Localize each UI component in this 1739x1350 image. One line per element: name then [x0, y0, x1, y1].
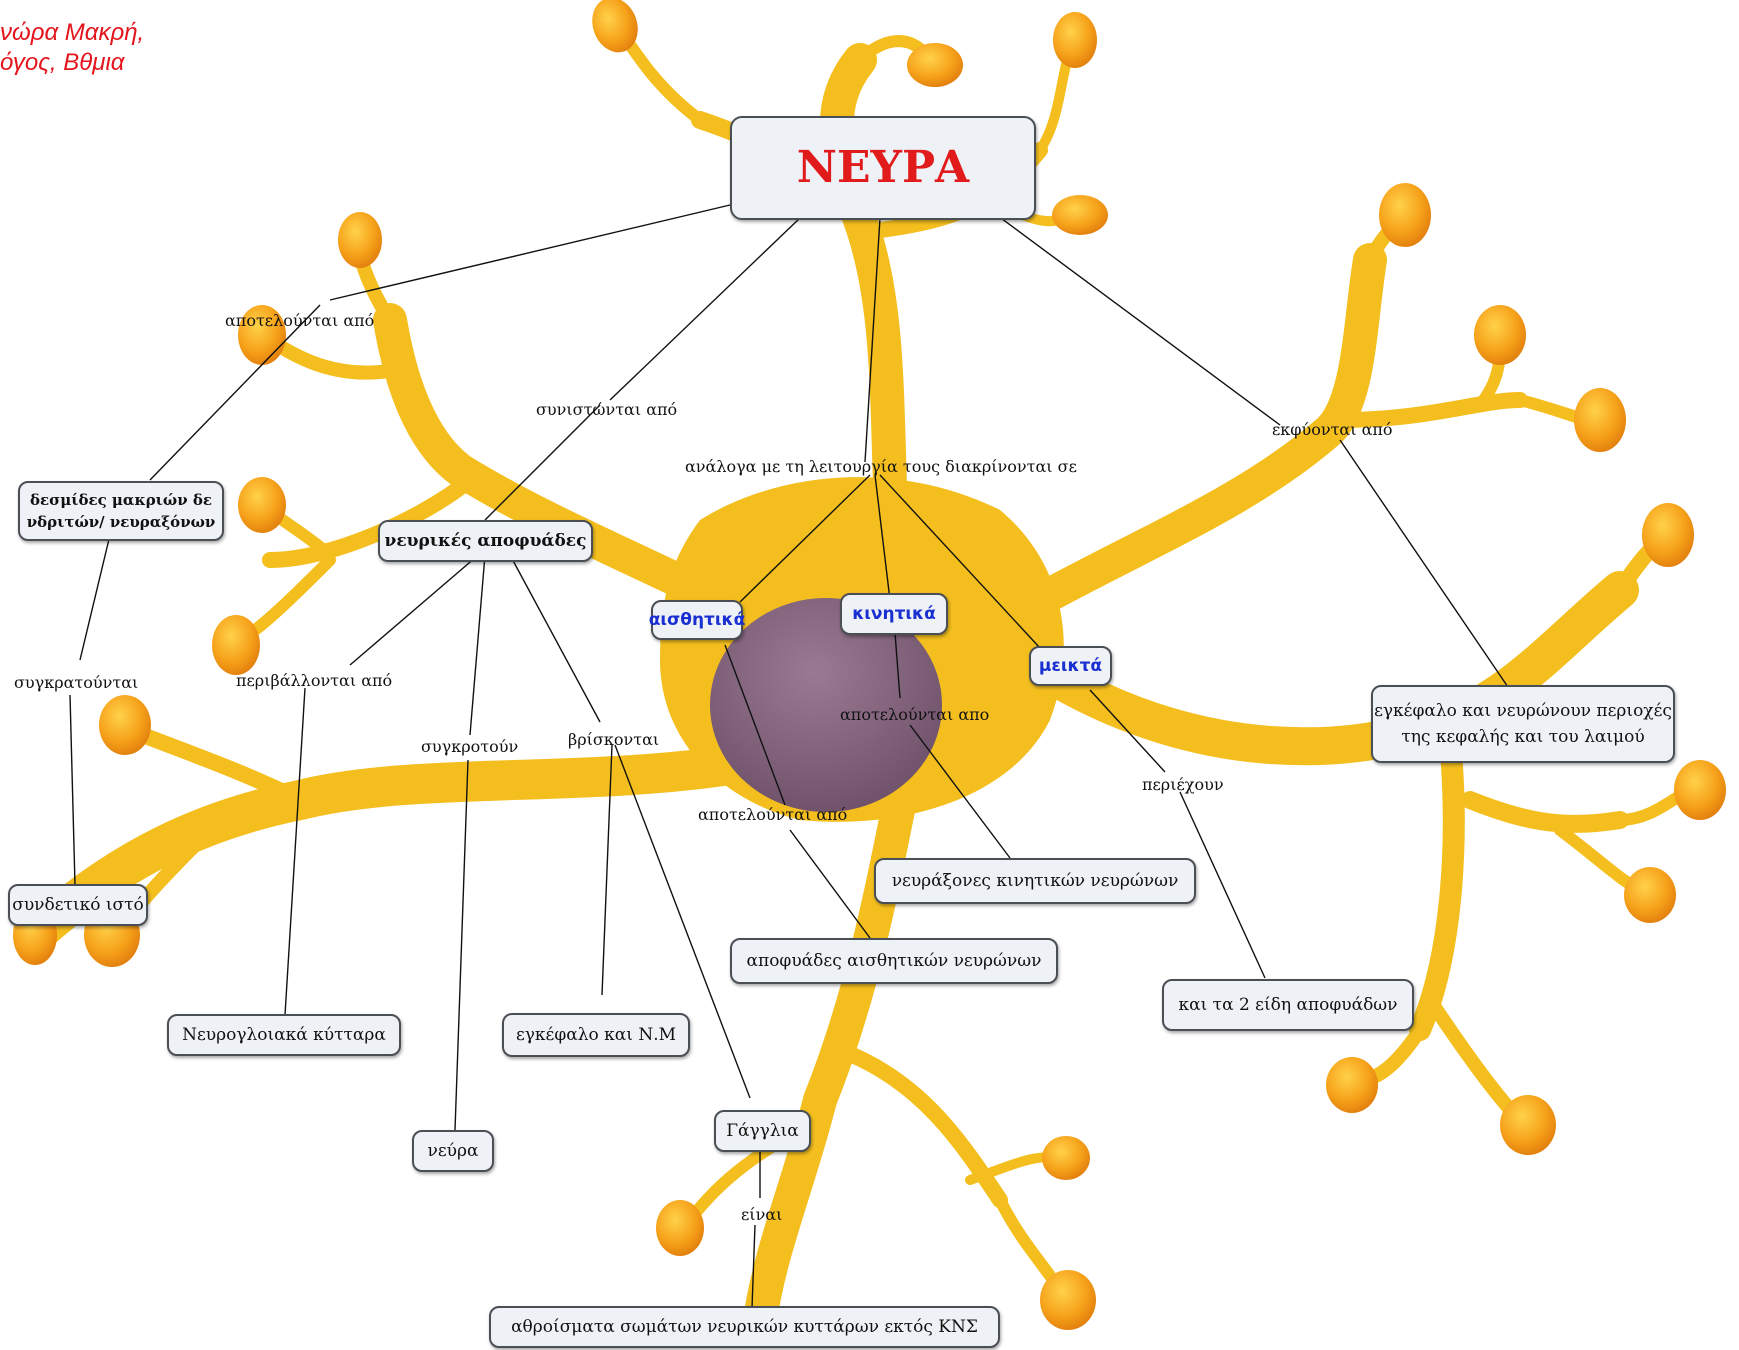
link-analoga: ανάλογα με τη λειτουργία τους διακρίνοντ… — [685, 457, 1077, 476]
axon-terminals — [13, 0, 1726, 1330]
link-perivallontai-apo: περιβάλλονται από — [236, 671, 393, 690]
concept-neyraxones[interactable]: νευράξονες κινητικών νευρώνων — [874, 858, 1196, 904]
author-note: νώρα Μακρή, όγος, Βθμια — [0, 19, 145, 76]
concept-nevrikes-apofyades[interactable]: νευρικές αποφυάδες — [378, 520, 593, 562]
link-vriskontai: βρίσκονται — [568, 730, 660, 749]
root-concept-neyra[interactable]: ΝΕΥΡΑ — [730, 116, 1036, 220]
concept-syndetiko[interactable]: συνδετικό ιστό — [8, 884, 148, 926]
concept-aisthitika[interactable]: αισθητικά — [649, 600, 745, 640]
link-ekfyontai-apo: εκφύονται από — [1272, 420, 1393, 439]
concept-links — [69, 204, 1511, 1309]
concept-egkefalo-perioxes[interactable]: εγκέφαλο και νευρώνουν περιοχές της κεφα… — [1371, 685, 1675, 763]
link-apotelountai-apo-kin: αποτελούνται απο — [840, 705, 990, 724]
concept-mikta[interactable]: μεικτά — [1029, 646, 1112, 686]
link-periexoun: περιέχουν — [1142, 775, 1224, 794]
concept-neyra[interactable]: νεύρα — [412, 1130, 494, 1172]
link-apotelountai-apo-1: αποτελούνται από — [225, 311, 375, 330]
concept-kai-ta-2[interactable]: και τα 2 είδη αποφυάδων — [1162, 979, 1414, 1031]
concept-gaggila[interactable]: Γάγγλια — [714, 1110, 811, 1152]
link-einai: είναι — [741, 1205, 783, 1224]
axon-left — [20, 740, 780, 950]
link-synistontai-apo: συνιστώνται από — [536, 400, 678, 419]
concept-egkefalo-nm[interactable]: εγκέφαλο και Ν.Μ — [502, 1013, 690, 1057]
concept-neyrogliaka[interactable]: Νευρογλοιακά κύτταρα — [167, 1014, 401, 1056]
concept-apofyades-aisth[interactable]: αποφυάδες αισθητικών νευρώνων — [730, 938, 1058, 984]
link-apotelountai-apo-2: αποτελούνται από — [698, 805, 848, 824]
link-sygkrotoun: συγκροτούν — [421, 737, 519, 756]
dendrite-upper-left — [373, 303, 777, 637]
dendrite-right-upper — [1023, 243, 1387, 617]
link-sygkratountai: συγκρατούνται — [14, 673, 139, 692]
concept-desmides[interactable]: δεσμίδες μακριών δε νδριτών/ νευραξόνων — [18, 481, 224, 541]
concept-athroismata[interactable]: αθροίσματα σωμάτων νευρικών κυττάρων εκτ… — [489, 1306, 1000, 1348]
concept-kinitika[interactable]: κινητικά — [840, 593, 948, 635]
